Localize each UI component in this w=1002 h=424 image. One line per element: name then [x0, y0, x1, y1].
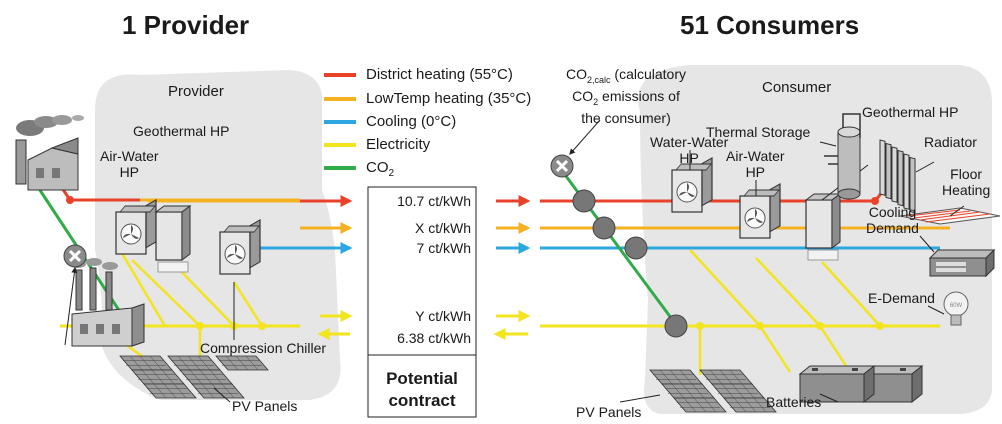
provider-electricity-diag-pv: [118, 249, 167, 327]
provider-title: 1 Provider: [122, 10, 250, 40]
provider-elec-node-3: [258, 322, 266, 330]
thermal-storage-label: Thermal Storage: [706, 124, 811, 140]
e-demand-pointer: [927, 305, 945, 315]
consumer-pv-pointer: [619, 394, 661, 403]
thermal-storage-pointer: [819, 141, 837, 147]
batteries-pointer: [819, 393, 839, 403]
provider-geothermal-base: [157, 261, 189, 273]
legend-district-heating: District heating (55°C): [366, 66, 513, 83]
batteries-label: Batteries: [766, 394, 822, 410]
consumer-co2-cross-icon: [549, 153, 575, 179]
cooling-demand-icon: [928, 248, 996, 278]
co2calc-pointer: [569, 119, 601, 155]
co2calc-note: CO2,calc (calculatory CO2 emissions of t…: [566, 66, 686, 126]
provider-region-label: Provider: [168, 83, 224, 100]
price-lowtemp-heating: X ct/kWh: [414, 220, 471, 236]
provider-co2-pointer: [64, 266, 78, 346]
radiator-label: Radiator: [924, 134, 977, 150]
cooling-demand-pointer: [919, 235, 935, 253]
consumer-co2-node-3: [624, 236, 648, 260]
price-electricity-sell: Y ct/kWh: [415, 308, 471, 324]
compression-chiller-label: Compression Chiller: [200, 340, 327, 356]
provider-electricity-diag-hp1: [131, 259, 201, 327]
e-demand-label: E-Demand: [868, 290, 935, 306]
provider-elec-node-1: [196, 322, 204, 330]
consumer-geothermal-base: [807, 249, 839, 261]
consumer-elec-node-2: [756, 322, 764, 330]
price-district-heating: 10.7 ct/kWh: [397, 193, 471, 209]
factory-icon: [15, 115, 84, 191]
consumer-geothermal-hp-label: Geothermal HP: [862, 104, 959, 120]
provider-pv-label-pointer: [213, 387, 231, 403]
legend: [324, 73, 356, 170]
consumer-elec-node-4: [876, 322, 884, 330]
consumer-elec-hp2: [755, 257, 821, 327]
radiator-pointer: [915, 161, 935, 173]
provider-region: [95, 70, 341, 400]
legend-co2: CO2: [366, 159, 395, 179]
legend-cooling: Cooling (0°C): [366, 113, 457, 130]
contract-box: [367, 186, 477, 418]
svg-text:60W: 60W: [950, 303, 963, 309]
consumer-elec-hp3: [821, 261, 881, 327]
light-bulb-icon: 60W: [943, 291, 969, 326]
consumer-geothermal-hp-icon: [805, 193, 841, 249]
consumer-district-node: [871, 197, 879, 205]
consumers-title: 51 Consumers: [680, 10, 860, 40]
consumer-co2-node-2: [592, 216, 616, 240]
floor-heating-pointer: [949, 205, 965, 217]
price-electricity-buy: 6.38 ct/kWh: [397, 330, 471, 346]
provider-electricity-chiller: [232, 281, 264, 327]
provider-co2-cross-icon: [62, 243, 88, 269]
consumer-co2-node-1: [572, 189, 596, 213]
consumer-network: [540, 167, 950, 375]
consumer-elec-node-1: [696, 322, 704, 330]
legend-electricity: Electricity: [366, 136, 431, 153]
consumer-elec-hp1: [689, 249, 761, 327]
provider-geothermal-hp-icon: [155, 205, 191, 261]
price-cooling: 7 ct/kWh: [416, 240, 471, 256]
provider-geothermal-hp-label: Geothermal HP: [133, 123, 230, 139]
tank-icon: [824, 113, 861, 200]
transfer-arrows: [300, 195, 531, 340]
radiator-icon: [879, 139, 916, 214]
consumer-co2-node-4: [664, 314, 688, 338]
legend-lowtemp-heating: LowTemp heating (35°C): [366, 90, 532, 107]
consumer-elec-node-3: [816, 322, 824, 330]
consumer-region-label: Consumer: [762, 79, 832, 96]
provider-electricity-diag-hp2: [171, 261, 235, 327]
provider-pv-panels-label: PV Panels: [232, 398, 298, 414]
consumer-pv-panels-label: PV Panels: [576, 404, 642, 420]
consumer-elec-battery2: [818, 325, 852, 373]
consumer-elec-battery: [758, 325, 792, 373]
